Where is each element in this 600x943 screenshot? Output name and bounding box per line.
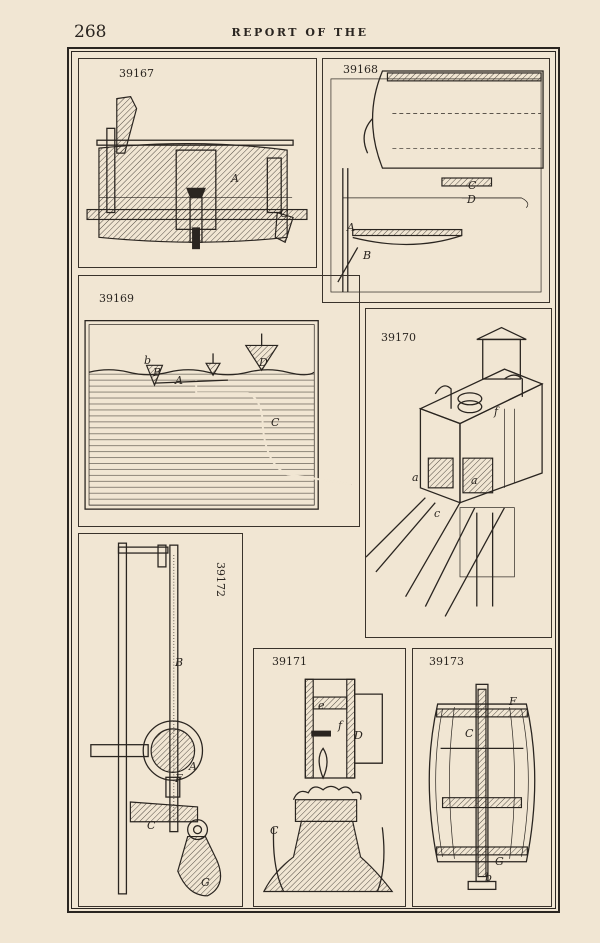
figure-39173-drawing <box>428 683 536 891</box>
page-number: 268 <box>74 22 107 42</box>
figure-letter: f <box>338 719 343 732</box>
figure-39168-drawing <box>330 70 544 293</box>
figure-39171: 39171 e f D C <box>253 648 406 907</box>
figure-letter: f <box>494 405 499 418</box>
figure-number-39170: 39170 <box>381 331 416 344</box>
figure-39169: 39169 b B A D C <box>78 275 360 527</box>
figure-number-39169: 39169 <box>99 292 134 305</box>
figure-letter: G <box>495 855 504 868</box>
figure-39172-drawing <box>90 542 222 897</box>
figure-letter: C <box>271 416 280 429</box>
figure-letter: B <box>363 249 372 262</box>
figure-39167-drawing <box>86 95 308 250</box>
figure-letter: C <box>280 207 289 220</box>
figure-number-39167: 39167 <box>119 67 154 80</box>
figure-letter: G <box>201 876 210 889</box>
figure-letter: C <box>147 819 156 832</box>
plate-border-inner <box>71 51 556 909</box>
figure-letter: A <box>231 172 239 185</box>
figure-letter: e <box>318 699 325 712</box>
figure-letter: A <box>347 221 355 234</box>
figure-letter: B <box>153 366 162 379</box>
figure-39171-drawing <box>262 678 394 893</box>
figure-39167: 39167 A C <box>78 58 317 268</box>
figure-number-39172: 39172 <box>214 562 227 597</box>
page-header: 268 REPORT OF THE <box>0 20 600 46</box>
figure-number-39173: 39173 <box>429 655 464 668</box>
figure-letter: b <box>485 871 493 884</box>
figure-letter: B <box>175 656 184 669</box>
figure-letter: F <box>509 695 517 708</box>
figure-39169-drawing <box>84 319 353 510</box>
figure-letter: F <box>175 772 183 785</box>
figure-letter: A <box>175 374 183 387</box>
figure-39172: 39172 B A F G C <box>78 533 243 907</box>
figure-letter: A <box>189 760 197 773</box>
figure-letter: D <box>467 193 476 206</box>
figure-39168: 39168 A B C D <box>322 58 550 303</box>
plate-border-outer <box>67 47 560 913</box>
figure-letter: C <box>465 727 474 740</box>
figure-letter: D <box>354 729 363 742</box>
figure-39170: 39170 f a a c <box>365 308 552 638</box>
figure-39173: 39173 F C G b <box>412 648 552 907</box>
figure-number-39168: 39168 <box>343 63 378 76</box>
figure-letter: C <box>270 824 279 837</box>
figure-letter: a <box>412 471 419 484</box>
figure-letter: C <box>468 179 477 192</box>
figure-number-39171: 39171 <box>272 655 307 668</box>
running-head: REPORT OF THE <box>231 26 369 39</box>
figure-letter: D <box>259 356 268 369</box>
figure-letter: b <box>144 354 152 367</box>
figure-39170-drawing <box>366 326 544 617</box>
figure-letter: c <box>434 507 441 520</box>
figure-letter: a <box>471 474 478 487</box>
